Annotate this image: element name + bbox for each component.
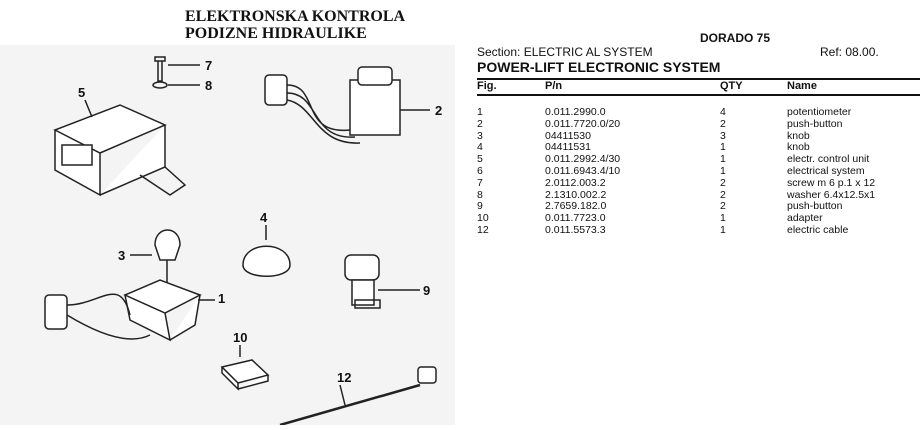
heading-line1: ELEKTRONSKA KONTROLA — [185, 8, 406, 25]
cell-fig: 9 — [477, 200, 483, 213]
cell-name: potentiometer — [787, 106, 852, 118]
cell-fig: 4 — [477, 141, 483, 154]
col-name: Name — [787, 80, 817, 92]
table-row: 3 04411530 3 knob — [477, 129, 920, 143]
cell-name: screw m 6 p.1 x 12 — [787, 176, 876, 189]
cell-pn: 2.0112.003.2 — [545, 176, 606, 189]
callout-2: 2 — [435, 103, 442, 118]
cell-pn: 2.7659.182.0 — [545, 200, 607, 213]
cell-qty: 1 — [720, 164, 726, 177]
cell-fig: 12 — [477, 223, 489, 236]
callout-4: 4 — [260, 210, 268, 225]
cell-name: knob — [787, 141, 810, 154]
cell-qty: 1 — [720, 212, 726, 225]
cell-name: knob — [787, 129, 810, 142]
cell-fig: 3 — [477, 129, 483, 142]
cell-name: electric cable — [787, 223, 849, 236]
cell-fig: 1 — [477, 106, 483, 118]
cell-qty: 2 — [720, 200, 726, 213]
table-row: 9 2.7659.182.0 2 push-button — [477, 201, 920, 213]
cell-pn: 0.011.5573.3 — [545, 223, 606, 236]
table-row: 2 0.011.7720.0/20 2 push-button — [477, 117, 920, 131]
cell-qty: 2 — [720, 117, 726, 130]
col-pn: P/n — [545, 80, 563, 92]
reference: Ref: 08.00. — [820, 45, 879, 59]
cell-pn: 0.011.2990.0 — [545, 106, 606, 118]
cell-name: electr. control unit — [787, 153, 870, 166]
model-name: DORADO 75 — [700, 31, 771, 45]
section-label: Section: ELECTRIC AL SYSTEM — [477, 45, 653, 59]
cell-name: washer 6.4x12.5x1 — [787, 188, 876, 201]
table-row: 8 2.1310.002.2 2 washer 6.4x12.5x1 — [477, 188, 920, 202]
cell-pn: 0.011.7723.0 — [545, 212, 606, 225]
cell-qty: 3 — [720, 129, 726, 142]
table-row: 6 0.011.6943.4/10 1 electrical system — [477, 164, 920, 178]
callout-12: 12 — [337, 370, 351, 385]
parts-table: 1 0.011.2990.0 4 potentiometer 2 0.011.7720.0… — [477, 106, 920, 237]
table-row: 7 2.0112.003.2 2 screw m 6 p.1 x 12 — [477, 176, 920, 190]
heading-line2: PODIZNE HIDRAULIKE — [185, 25, 367, 42]
cell-fig: 2 — [477, 117, 483, 130]
callout-5: 5 — [78, 85, 85, 100]
cell-name: electrical system — [787, 164, 865, 177]
exploded-parts-diagram: 5 7 8 2 4 3 1 9 10 12 — [0, 45, 455, 427]
col-qty: QTY — [720, 80, 743, 92]
cell-name: push-button — [787, 117, 843, 130]
table-row: 12 0.011.5573.3 1 electric cable — [477, 223, 920, 237]
table-row: 1 0.011.2990.0 4 potentiometer — [477, 106, 920, 119]
cell-pn: 0.011.6943.4/10 — [545, 164, 621, 177]
cell-qty: 1 — [720, 141, 726, 154]
cell-qty: 1 — [720, 153, 726, 166]
cell-fig: 8 — [477, 188, 483, 201]
table-row: 10 0.011.7723.0 1 adapter — [477, 212, 920, 225]
cell-pn: 04411531 — [545, 141, 591, 154]
callout-9: 9 — [423, 283, 430, 298]
page-title: POWER-LIFT ELECTRONIC SYSTEM — [477, 59, 721, 75]
cell-qty: 2 — [720, 188, 726, 201]
table-row: 4 04411531 1 knob — [477, 142, 920, 154]
cell-fig: 10 — [477, 212, 489, 225]
diagram-heading: ELEKTRONSKA KONTROLA PODIZNE HIDRAULIKE — [185, 8, 405, 42]
cell-qty: 1 — [720, 223, 726, 236]
cell-fig: 7 — [477, 176, 483, 189]
callout-8: 8 — [205, 78, 212, 93]
cell-fig: 6 — [477, 164, 483, 177]
cell-name: push-button — [787, 200, 843, 213]
callout-3: 3 — [118, 248, 125, 263]
col-fig: Fig. — [477, 80, 497, 92]
table-row: 5 0.011.2992.4/30 1 electr. control unit — [477, 153, 920, 166]
cell-name: adapter — [787, 212, 823, 225]
table-header: Fig. P/n QTY Name — [477, 78, 920, 96]
cell-qty: 4 — [720, 106, 726, 118]
cell-pn: 0.011.2992.4/30 — [545, 153, 621, 166]
cell-pn: 04411530 — [545, 129, 591, 142]
cell-pn: 2.1310.002.2 — [545, 188, 607, 201]
cell-qty: 2 — [720, 176, 726, 189]
callout-1: 1 — [218, 291, 225, 306]
cell-fig: 5 — [477, 153, 483, 166]
cell-pn: 0.011.7720.0/20 — [545, 117, 621, 130]
callout-10: 10 — [233, 330, 247, 345]
callout-7: 7 — [205, 58, 212, 73]
